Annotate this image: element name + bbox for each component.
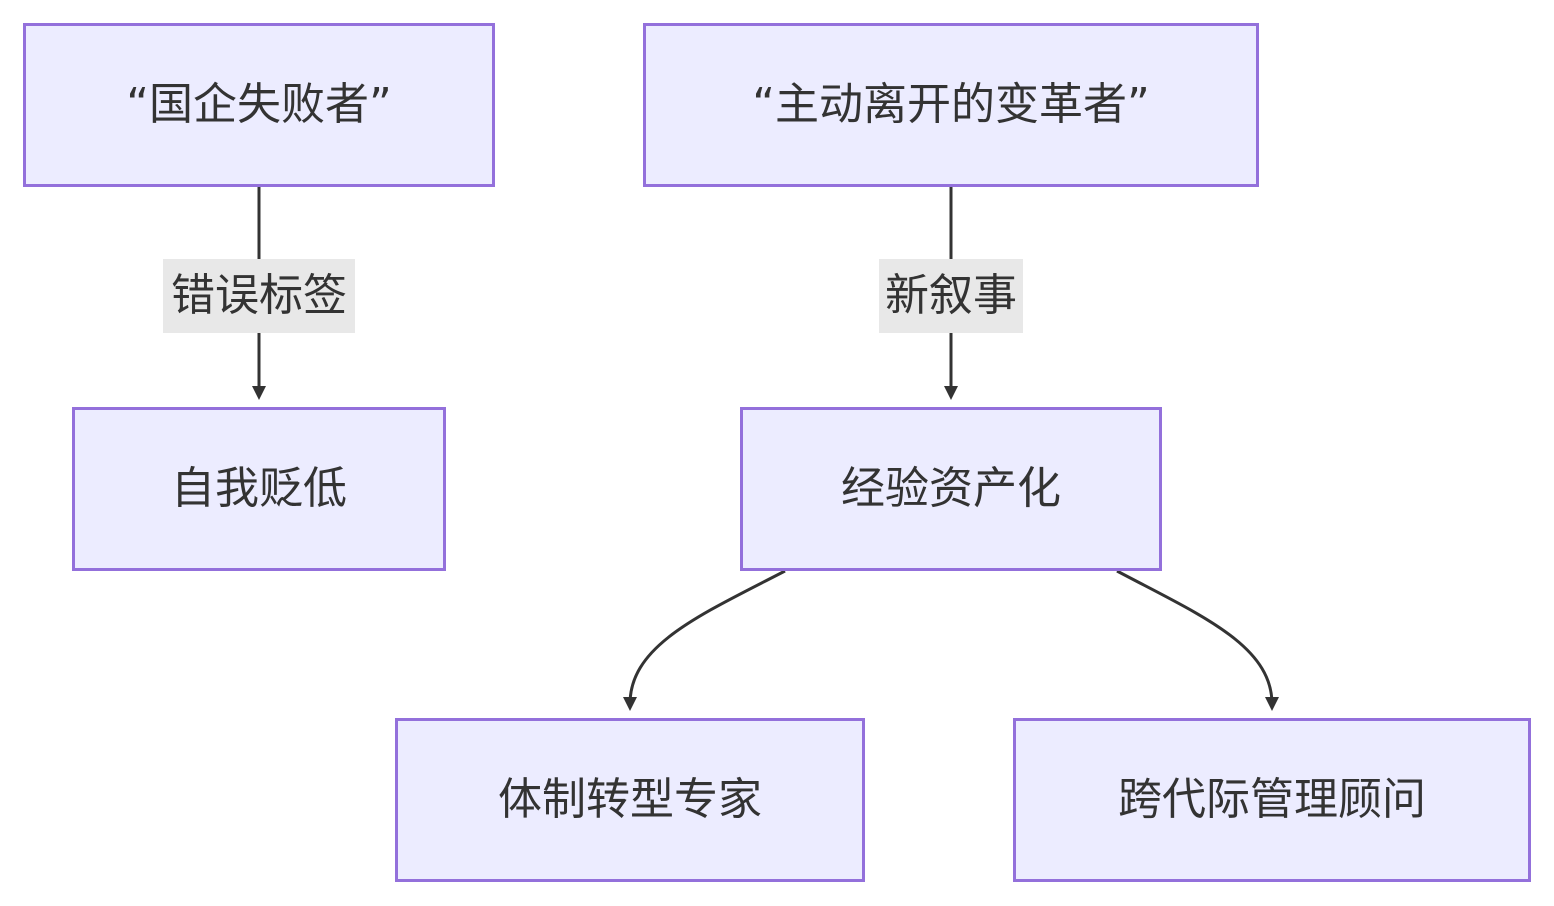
edge-assetization-to-consultant: [1116, 569, 1279, 711]
node-national-failure-label: “国企失败者”: [126, 79, 392, 130]
node-self-devaluation-label: 自我贬低: [171, 463, 347, 514]
node-system-transformation-expert: 体制转型专家: [395, 718, 865, 882]
node-active-reformer: “主动离开的变革者”: [643, 23, 1259, 187]
edge-assetization-to-transformation-expert: [623, 569, 786, 711]
node-experience-assetization: 经验资产化: [740, 407, 1162, 571]
node-self-devaluation: 自我贬低: [72, 407, 446, 571]
node-system-transformation-expert-label: 体制转型专家: [498, 774, 762, 825]
node-intergenerational-consultant-label: 跨代际管理顾问: [1118, 774, 1426, 825]
edge-label-new-narrative: 新叙事: [879, 259, 1023, 333]
node-experience-assetization-label: 经验资产化: [841, 463, 1061, 514]
edge-label-wrong-label: 错误标签: [163, 259, 355, 333]
node-national-failure: “国企失败者”: [23, 23, 495, 187]
node-intergenerational-consultant: 跨代际管理顾问: [1013, 718, 1531, 882]
node-active-reformer-label: “主动离开的变革者”: [752, 79, 1150, 130]
